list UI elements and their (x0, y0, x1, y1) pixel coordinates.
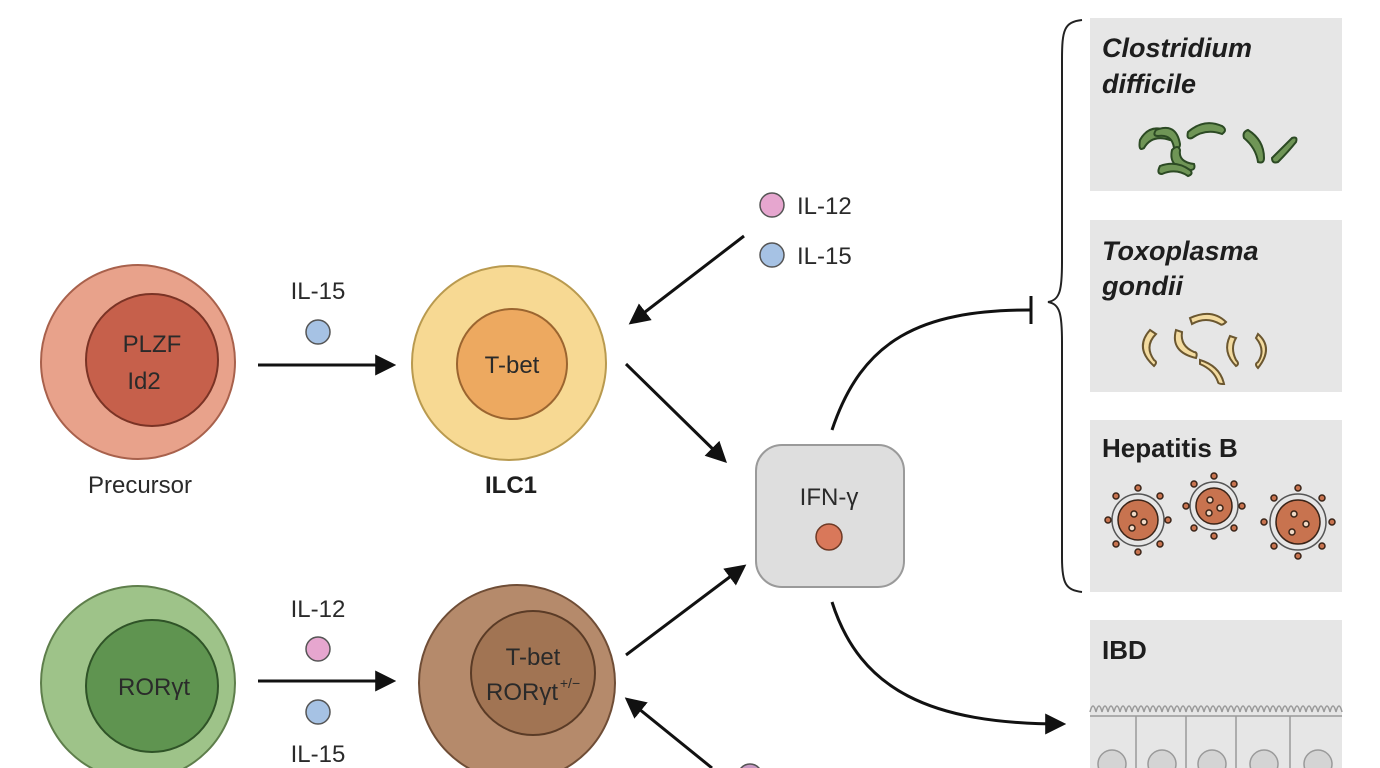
toxoplasma-icon (1142, 312, 1267, 386)
ilc1-caption: ILC1 (485, 472, 537, 499)
panel-ibd: IBD (1089, 620, 1343, 768)
label-il15-input: IL-15 (797, 243, 852, 270)
exilc3-cell: T-bet RORγt +/− (418, 584, 616, 768)
ror-marker-rorgt: RORγt (118, 674, 190, 701)
label-il15-ror-arrow: IL-15 (291, 741, 346, 768)
exilc3-marker-rorgt: RORγt (486, 679, 558, 706)
virus-particle (1182, 472, 1246, 540)
precursor-cell: PLZF Id2 (40, 264, 236, 460)
virus-particle (1260, 484, 1336, 560)
toxoplasma-title-line2: gondii (1101, 271, 1183, 301)
panel-toxoplasma-bg (1090, 220, 1342, 392)
ifn-dot (815, 523, 843, 551)
label-il15-precursor-arrow: IL-15 (291, 278, 346, 305)
virus-icon (1104, 472, 1336, 560)
clostridium-title-line2: difficile (1102, 69, 1196, 99)
panel-clostridium: Clostridium difficile (1090, 18, 1342, 191)
il12-dot-bottom-partial (740, 763, 760, 768)
ror-cell: RORγt (40, 585, 236, 768)
toxoplasma-title-line1: Toxoplasma (1102, 236, 1259, 266)
arrow-exilc3-to-ifn (625, 564, 747, 657)
precursor-marker-plzf: PLZF (123, 331, 182, 358)
arrow-cytokines-to-ilc1 (628, 234, 745, 325)
hepatitis-title: Hepatitis B (1102, 433, 1238, 463)
panel-ibd-bg (1090, 620, 1342, 768)
bacteria-icon (1138, 122, 1298, 178)
exilc3-marker-rorgt-superscript: +/− (560, 675, 580, 691)
il15-dot-precursor-arrow (305, 319, 331, 345)
ilc1-marker-tbet: T-bet (485, 352, 540, 379)
clostridium-title-line1: Clostridium (1102, 33, 1252, 63)
ilc1-cell: T-bet (411, 265, 607, 461)
arrow-ilc1-to-ifn (624, 362, 728, 463)
panel-toxoplasma: Toxoplasma gondii (1090, 220, 1342, 392)
pathogen-brace (1047, 19, 1083, 593)
ibd-title: IBD (1102, 635, 1147, 665)
panel-hepatitis-b: Hepatitis B (1090, 420, 1342, 592)
ilc1-nucleus (456, 308, 568, 420)
ifn-label: IFN-γ (800, 484, 859, 511)
il15-dot-input (759, 242, 785, 268)
virus-particle (1104, 484, 1172, 556)
ifn-gamma-box: IFN-γ (755, 444, 905, 588)
ror-nucleus (85, 619, 219, 753)
arrow-bottom-into-exilc3 (624, 697, 713, 768)
precursor-nucleus (85, 293, 219, 427)
exilc3-marker-tbet: T-bet (506, 644, 561, 671)
ifn-box-bg (755, 444, 905, 588)
il12-dot-input (759, 192, 785, 218)
inhibition-curve-ifn-to-pathogens (830, 308, 1031, 431)
il12-dot-ror-arrow (305, 636, 331, 662)
epithelial-cells (1090, 715, 1342, 768)
label-il12-input: IL-12 (797, 193, 852, 220)
exilc3-nucleus (470, 610, 596, 736)
precursor-caption: Precursor (88, 472, 192, 499)
panel-clostridium-bg (1090, 18, 1342, 191)
arrow-ifn-to-ibd (830, 601, 1067, 735)
intestinal-villi (1089, 705, 1343, 713)
precursor-marker-id2: Id2 (127, 368, 160, 395)
label-il12-ror-arrow: IL-12 (291, 596, 346, 623)
il15-dot-ror-arrow (305, 699, 331, 725)
